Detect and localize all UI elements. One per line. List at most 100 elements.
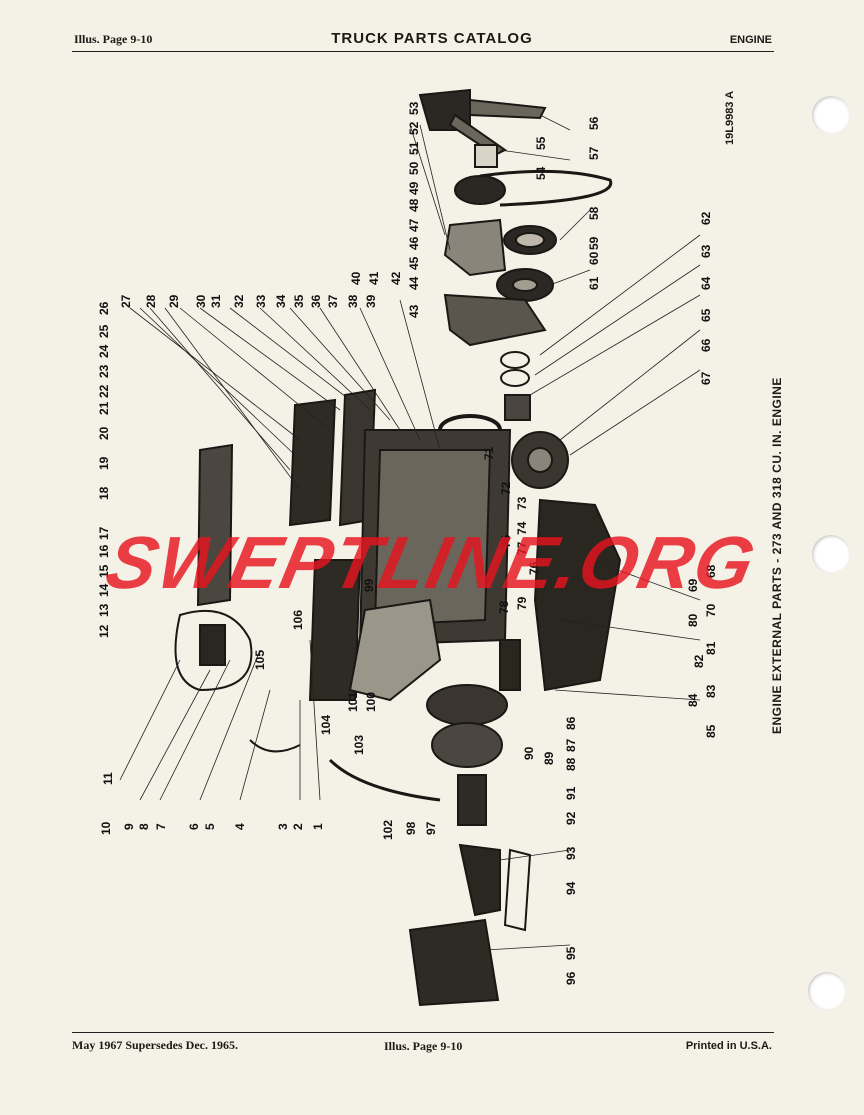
callout-number: 76 [527, 561, 541, 575]
callout-number: 73 [515, 496, 529, 510]
callout-number: 40 [349, 271, 363, 285]
callout-number: 71 [482, 446, 496, 460]
callout-number: 91 [564, 786, 578, 800]
callout-number: 51 [407, 141, 421, 155]
callout-number: 65 [699, 308, 713, 322]
callout-number: 80 [686, 613, 700, 627]
footer-page-ref: Illus. Page 9-10 [384, 1039, 463, 1053]
header-section: ENGINE [729, 34, 772, 46]
callout-number: 52 [407, 121, 421, 135]
callout-number: 58 [587, 206, 601, 220]
callout-number: 47 [407, 218, 421, 232]
callout-number: 46 [407, 236, 421, 250]
callout-number: 60 [587, 251, 601, 265]
callout-number: 54 [534, 166, 548, 180]
callout-number: 31 [209, 294, 223, 308]
callout-number: 94 [564, 881, 578, 895]
callout-number: 1 [311, 823, 325, 830]
callout-number: 96 [564, 971, 578, 985]
callout-number: 68 [704, 564, 718, 578]
callout-number: 38 [346, 294, 360, 308]
callout-number: 13 [97, 603, 111, 617]
callout-number: 77 [515, 541, 529, 555]
callout-number: 32 [232, 294, 246, 308]
leader-lines [119, 114, 701, 951]
callout-number: 22 [97, 384, 111, 398]
callout-number: 7 [154, 823, 168, 830]
callout-number: 89 [542, 751, 556, 765]
callout-number: 81 [704, 641, 718, 655]
callout-number: 23 [97, 364, 111, 378]
callout-number: 15 [97, 564, 111, 578]
callout-number: 67 [699, 371, 713, 385]
callout-number: 82 [692, 654, 706, 668]
callout-number: 41 [367, 271, 381, 285]
callout-number: 14 [97, 583, 111, 597]
callout-number: 25 [97, 324, 111, 338]
callout-number: 34 [274, 294, 288, 308]
callout-number: 10 [99, 821, 113, 835]
callout-number: 103 [352, 735, 366, 755]
callout-number: 104 [319, 715, 333, 735]
callout-number: 57 [587, 146, 601, 160]
callout-number: 56 [587, 116, 601, 130]
callout-number: 39 [364, 294, 378, 308]
callout-number: 100 [364, 692, 378, 712]
callout-number: 87 [564, 738, 578, 752]
callout-number: 8 [137, 823, 151, 830]
punch-hole-middle [812, 535, 850, 573]
callout-number: 27 [119, 294, 133, 308]
engine-parts-drawing [174, 88, 622, 1007]
callout-number: 102 [381, 820, 395, 840]
callout-number: 42 [389, 271, 403, 285]
callout-number: 105 [253, 650, 267, 670]
callout-number: 9 [122, 823, 136, 830]
punch-hole-top [812, 96, 850, 134]
callout-number: 37 [326, 294, 340, 308]
callout-number: 72 [499, 481, 513, 495]
callout-number: 63 [699, 244, 713, 258]
footer-printed: Printed in U.S.A. [685, 1040, 772, 1052]
callout-number: 53 [407, 101, 421, 115]
header-rule [72, 51, 774, 52]
callout-number: 61 [587, 276, 601, 290]
callout-number: 18 [97, 486, 111, 500]
callout-number: 83 [704, 684, 718, 698]
callout-number: 106 [291, 610, 305, 630]
callout-number: 49 [407, 181, 421, 195]
callout-number: 36 [309, 294, 323, 308]
callout-number: 62 [699, 211, 713, 225]
callout-number: 43 [407, 304, 421, 318]
callout-number: 28 [144, 294, 158, 308]
callout-number: 19 [97, 456, 111, 470]
callout-number: 12 [97, 624, 111, 638]
callout-number: 45 [407, 256, 421, 270]
callout-number: 75 [499, 534, 513, 548]
callout-number: 17 [97, 526, 111, 540]
callout-numbers: 1234567891011121314151617181920212223242… [97, 101, 718, 985]
callout-number: 11 [101, 772, 115, 785]
callout-number: 24 [97, 344, 111, 358]
callout-number: 20 [97, 426, 111, 440]
callout-number: 59 [587, 236, 601, 250]
callout-number: 70 [704, 603, 718, 617]
callout-number: 74 [515, 521, 529, 535]
callout-number: 99 [362, 578, 376, 592]
callout-number: 55 [534, 136, 548, 150]
callout-number: 2 [291, 823, 305, 830]
callout-number: 86 [564, 716, 578, 730]
footer-rule [72, 1032, 774, 1033]
callout-number: 35 [292, 294, 306, 308]
callout-number: 78 [497, 600, 511, 614]
callout-number: 6 [187, 823, 201, 830]
callout-number: 84 [686, 693, 700, 707]
header-title: TRUCK PARTS CATALOG [331, 30, 533, 47]
callout-number: 33 [254, 294, 268, 308]
callout-number: 69 [686, 578, 700, 592]
callout-number: 30 [194, 294, 208, 308]
callout-number: 90 [522, 746, 536, 760]
callout-number: 101 [346, 692, 360, 712]
footer-date: May 1967 Supersedes Dec. 1965. [72, 1038, 238, 1052]
